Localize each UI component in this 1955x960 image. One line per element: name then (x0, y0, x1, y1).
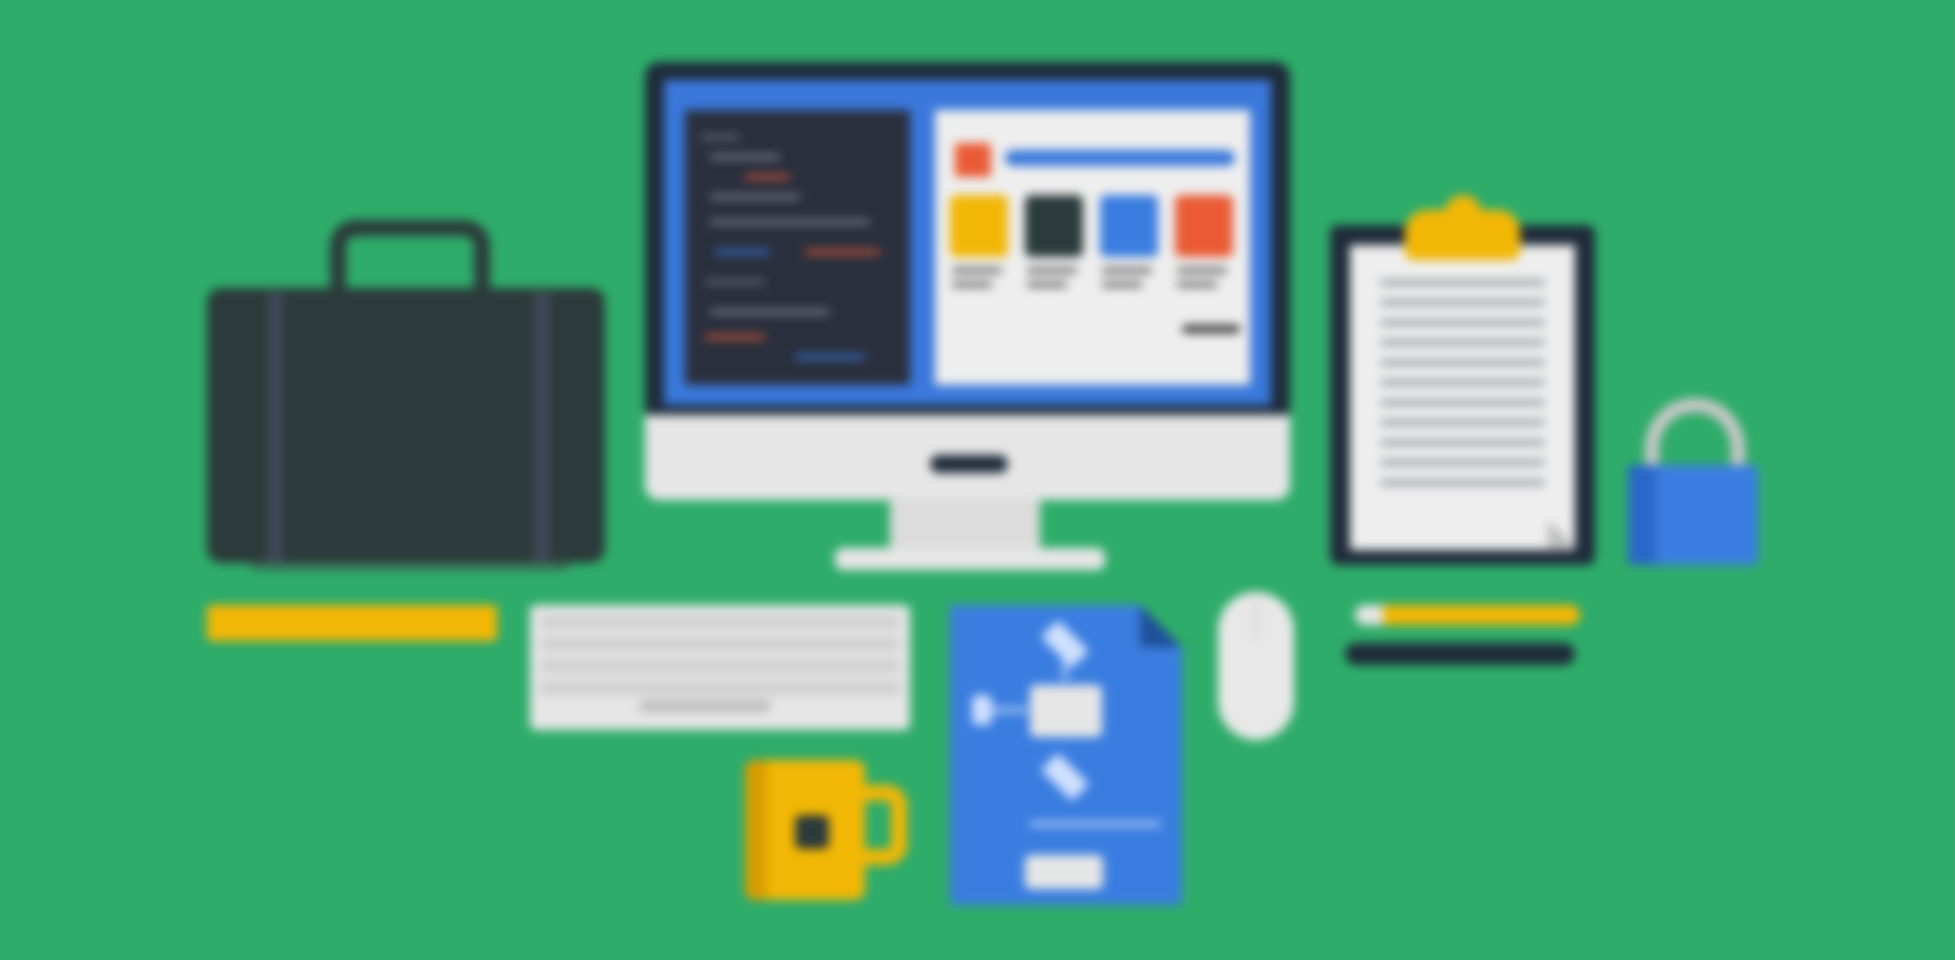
code-line (795, 355, 865, 359)
code-line (710, 155, 780, 159)
mouse-button-divider (1255, 600, 1258, 640)
mug-emblem (795, 815, 829, 849)
app-tile (1100, 195, 1158, 257)
document-line (1380, 480, 1545, 485)
code-line (710, 195, 800, 199)
monitor-logo-icon (930, 455, 1008, 473)
app-tile (1175, 195, 1233, 257)
document-line (1380, 460, 1545, 465)
keyboard-spacebar (640, 700, 770, 712)
app-tile (1025, 195, 1083, 257)
monitor-stand-base (835, 548, 1105, 570)
code-line (715, 250, 770, 254)
app-tile-label (1102, 282, 1142, 287)
app-tile-label (952, 282, 992, 287)
document-line (1380, 300, 1545, 305)
flowchart-connector (1063, 660, 1067, 680)
flowchart-input-shape (972, 695, 992, 725)
mug-shade (745, 760, 767, 900)
app-tile-label (1027, 268, 1077, 273)
app-tile-label (1177, 268, 1227, 273)
briefcase-handle (330, 220, 490, 300)
app-tile (950, 195, 1008, 257)
code-line (705, 335, 765, 339)
app-tile-label (1177, 282, 1217, 287)
code-line (705, 280, 765, 284)
code-line (745, 175, 790, 179)
pen-tip (1355, 605, 1383, 625)
pencil-icon (207, 605, 497, 641)
flowchart-end-box (1025, 855, 1103, 889)
marker-icon (1345, 643, 1575, 665)
document-line (1380, 380, 1545, 385)
code-line (700, 135, 740, 139)
document-line (1380, 340, 1545, 345)
clipboard-paper (1350, 245, 1575, 550)
document-line (1380, 280, 1545, 285)
flowchart-connector (1030, 822, 1160, 826)
document-fold-corner (1140, 605, 1182, 647)
briefcase-shadow (250, 560, 570, 570)
monitor-stand-neck (890, 498, 1040, 556)
flowchart-process-box (1030, 685, 1102, 737)
document-line (1380, 360, 1545, 365)
app-tile-label (952, 268, 1002, 273)
code-line (710, 220, 870, 224)
app-tile-label (1027, 282, 1067, 287)
keyboard-key-row (540, 637, 900, 651)
keyboard-key-row (540, 615, 900, 629)
code-line (710, 310, 830, 314)
app-footer-mark (1182, 325, 1240, 333)
flowchart-connector (975, 708, 1027, 712)
keyboard-key-row (540, 681, 900, 695)
briefcase-strap-right (535, 292, 549, 562)
code-editor-panel (685, 110, 910, 385)
app-title-bar (1005, 150, 1235, 166)
clipboard-clip (1405, 210, 1520, 260)
briefcase-strap-left (268, 292, 282, 562)
document-line (1380, 420, 1545, 425)
document-line (1380, 400, 1545, 405)
document-line (1380, 440, 1545, 445)
keyboard-key-row (540, 659, 900, 673)
pen-icon (1355, 605, 1580, 625)
document-line (1380, 320, 1545, 325)
paper-fold-corner (1548, 520, 1576, 548)
app-tile-label (1102, 268, 1152, 273)
app-logo-icon (955, 143, 991, 177)
padlock-shade (1628, 465, 1656, 565)
code-line (805, 250, 880, 254)
